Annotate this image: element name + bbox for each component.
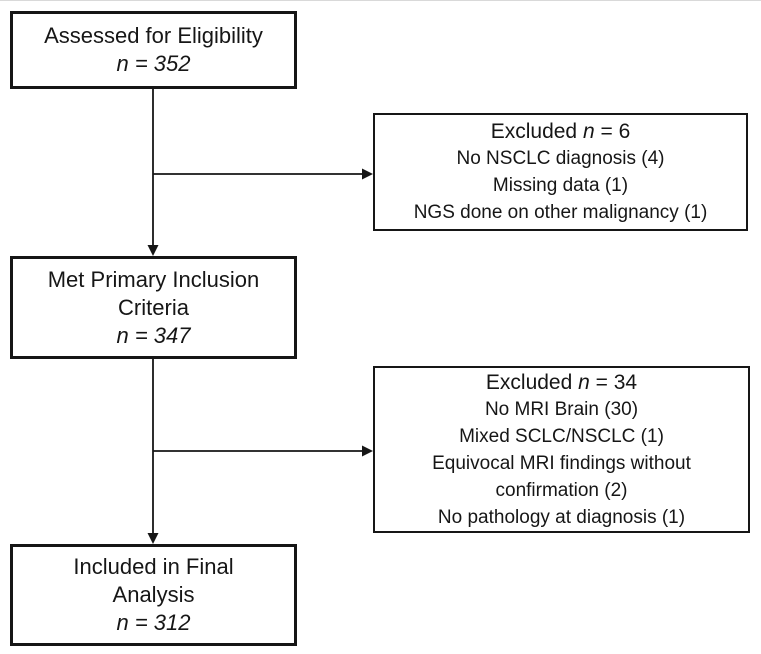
included-final-analysis-box: Included in Final Analysis n = 312 <box>10 544 297 646</box>
connector-branch-to-excluded2 <box>153 445 373 457</box>
met-primary-inclusion-box: Met Primary Inclusion Criteria n = 347 <box>10 256 297 359</box>
excluded-box-2: Excluded n = 34 No MRI Brain (30) Mixed … <box>373 366 750 533</box>
excluded-box-1: Excluded n = 6 No NSCLC diagnosis (4) Mi… <box>373 113 748 231</box>
connector-inclusion-to-final <box>147 359 159 544</box>
excluded1-reason: NGS done on other malignancy (1) <box>413 202 708 223</box>
excluded1-title-prefix: Excluded <box>490 120 583 143</box>
assessed-for-eligibility-box: Assessed for Eligibility n = 352 <box>10 11 297 89</box>
excluded2-reason: Mixed SCLC/NSCLC (1) <box>459 425 664 447</box>
excluded1-title: Excluded n = 6 <box>491 118 631 145</box>
inclusion-count: n = 347 <box>116 322 191 348</box>
excluded1-n-symbol: n <box>582 120 595 143</box>
assessed-count: n = 352 <box>116 51 191 76</box>
excluded2-reason: Equivocal MRI findings without confirmat… <box>432 452 691 501</box>
inclusion-title: Met Primary Inclusion Criteria <box>47 266 260 320</box>
excluded2-title: Excluded n = 34 <box>486 369 637 396</box>
connector-branch-to-excluded1 <box>153 168 373 180</box>
excluded2-reason: No pathology at diagnosis (1) <box>437 506 686 528</box>
final-count: n = 312 <box>116 610 191 635</box>
excluded1-reason: Missing data (1) <box>492 175 629 196</box>
excluded2-title-count: = 34 <box>589 370 638 394</box>
excluded2-n-symbol: n <box>578 370 590 394</box>
final-title: Included in Final Analysis <box>73 554 234 607</box>
excluded2-reason: No MRI Brain (30) <box>484 398 639 420</box>
assessed-title: Assessed for Eligibility <box>44 23 263 48</box>
excluded2-title-prefix: Excluded <box>485 370 579 394</box>
excluded1-title-count: = 6 <box>594 120 631 143</box>
connector-assessed-to-inclusion <box>147 89 159 256</box>
excluded1-reason: No NSCLC diagnosis (4) <box>456 148 665 169</box>
